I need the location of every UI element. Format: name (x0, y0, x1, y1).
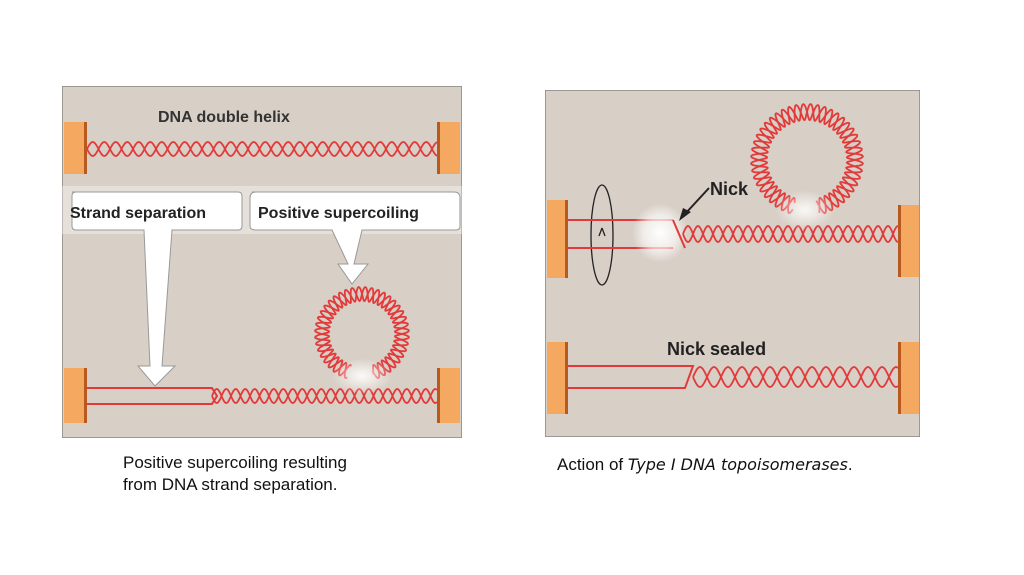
right-caption-prefix: Action of (557, 455, 628, 474)
lower-left-clamp (547, 342, 565, 414)
left-diagram-panel: DNA double helix Strand separation Posit… (61, 85, 463, 439)
right-caption-italic: Type I DNA topoisomerases (627, 455, 848, 474)
bottom-left-clamp (64, 368, 84, 423)
nick-label: Nick (710, 179, 749, 199)
right-caption: Action of Type I DNA topoisomerases. (557, 454, 957, 476)
rotation-ellipse (590, 184, 614, 286)
left-caption-line2: from DNA strand separation. (123, 475, 338, 494)
nick-glow (632, 203, 688, 263)
strand-separation-callout (71, 191, 243, 387)
helix-strand (682, 225, 899, 243)
top-left-clamp-edge (84, 122, 87, 174)
upper-right-clamp (901, 205, 919, 277)
left-panel-bg (61, 85, 463, 439)
lower-right-clamp-edge (898, 342, 901, 414)
helix-strand (682, 225, 899, 243)
loop-fade (332, 358, 392, 394)
rotation-arrow-icon (598, 227, 606, 237)
helix-strand (211, 388, 438, 404)
supercoil-loop (314, 286, 410, 380)
helix-strand (211, 388, 438, 404)
positive-supercoiling-label: Positive supercoiling (258, 205, 419, 222)
left-caption: Positive supercoiling resulting from DNA… (123, 452, 443, 496)
lower-right-clamp (901, 342, 919, 414)
bottom-left-clamp-edge (84, 368, 87, 423)
top-right-clamp (440, 122, 460, 174)
right-diagram-panel: Nick Nick sealed (544, 89, 921, 438)
upper-left-clamp-edge (565, 200, 568, 278)
supercoil-loop-right (750, 103, 864, 215)
left-caption-line1: Positive supercoiling resulting (123, 453, 347, 472)
helix-strand (692, 366, 899, 388)
nick-strand (672, 219, 686, 249)
separated-strands (87, 387, 219, 405)
bottom-right-clamp (440, 368, 460, 423)
lower-dna-helix (692, 366, 899, 388)
right-caption-suffix: . (847, 455, 853, 474)
nick-arrow-icon (679, 208, 691, 221)
loop-strand (314, 286, 410, 380)
top-left-clamp (64, 122, 84, 174)
left-diagram-svg: DNA double helix Strand separation Posit… (61, 85, 463, 439)
upper-dna-helix (682, 225, 899, 243)
top-right-clamp-edge (437, 122, 440, 174)
loop-strand (750, 103, 864, 214)
loop-strand (750, 103, 864, 215)
lower-separated-strands (568, 365, 695, 389)
top-dna-helix (86, 141, 438, 157)
lower-left-clamp-edge (565, 342, 568, 414)
bottom-right-clamp-edge (437, 368, 440, 423)
helix-strand (692, 366, 899, 388)
left-title: DNA double helix (158, 109, 290, 126)
upper-right-clamp-edge (898, 205, 901, 277)
positive-supercoiling-callout (249, 191, 461, 285)
bottom-dna-helix (211, 388, 438, 404)
helix-strand (86, 141, 438, 157)
right-panel-bg (544, 89, 921, 438)
strand-separation-label: Strand separation (70, 205, 206, 222)
loop-fade-right (775, 190, 835, 230)
helix-strand (86, 141, 438, 157)
nick-arrow-line (684, 187, 710, 215)
nick-sealed-label: Nick sealed (667, 339, 766, 359)
right-diagram-svg: Nick Nick sealed (544, 89, 921, 438)
upper-left-clamp (547, 200, 565, 278)
